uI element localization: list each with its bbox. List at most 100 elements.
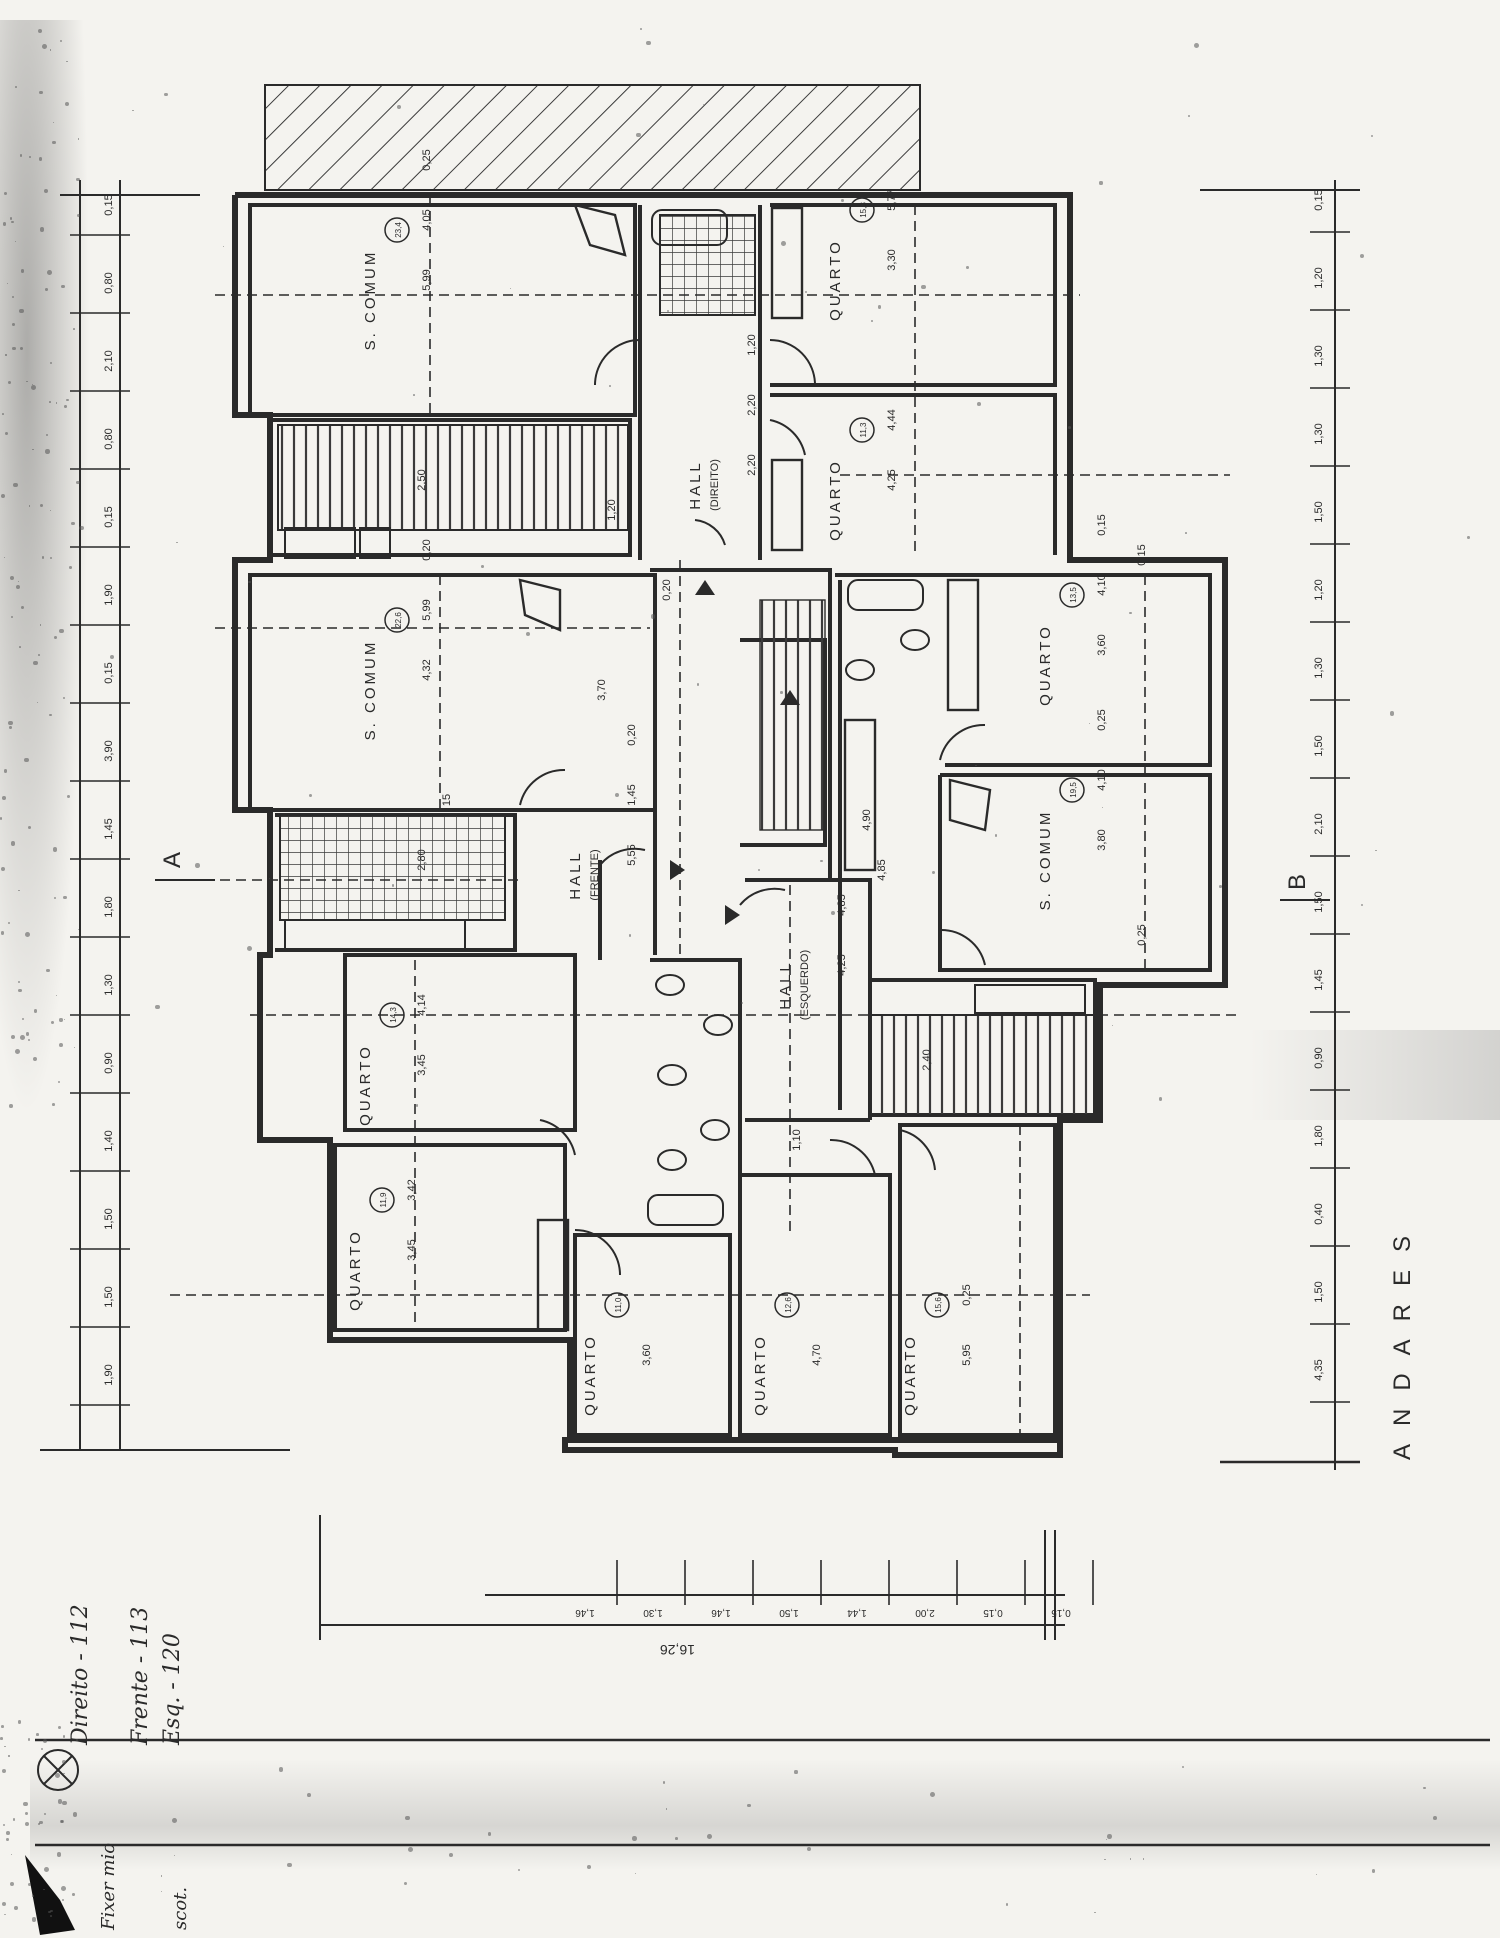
- paper-speck: [19, 308, 24, 314]
- paper-speck: [931, 870, 936, 875]
- paper-speck: [11, 1034, 16, 1039]
- paper-speck: [1142, 1858, 1145, 1860]
- paper-speck: [415, 1104, 419, 1107]
- paper-speck: [56, 1852, 62, 1857]
- binding-mark: [25, 1855, 75, 1935]
- room-sublabel-hall-frente: (FRENTE): [589, 849, 601, 900]
- paper-speck: [62, 1800, 67, 1805]
- paper-speck: [49, 49, 52, 51]
- paper-speck: [929, 1791, 935, 1797]
- room-dim-s-comum-1: 0,25: [421, 149, 433, 170]
- paper-speck: [51, 140, 56, 145]
- paper-speck: [4, 1913, 7, 1916]
- room-label-quarto-r: QUARTO: [1037, 624, 1054, 706]
- paper-speck: [50, 1020, 54, 1025]
- misc-dim-value: 0,25: [1136, 924, 1148, 945]
- room-area-quarto-l2: 11,9: [379, 1192, 388, 1208]
- paper-speck: [391, 884, 394, 887]
- paper-speck: [740, 1002, 743, 1005]
- paper-speck: [1185, 531, 1187, 534]
- section-marker-a: A: [159, 852, 186, 868]
- misc-dim-value: 2,40: [921, 1049, 933, 1070]
- room-dim-s-comum-3: 4,10: [1096, 769, 1108, 790]
- paper-speck: [0, 1737, 3, 1740]
- paper-fold-shadow: [1250, 1030, 1500, 1120]
- area-circle-icon: [849, 197, 875, 223]
- bottom-dim-value: 0,15: [983, 1607, 1003, 1618]
- paper-speck: [18, 989, 22, 993]
- paper-speck: [19, 346, 24, 351]
- paper-speck: [160, 1890, 162, 1892]
- paper-speck: [608, 384, 611, 387]
- room-dim-quarto-tr2: 4,25: [886, 469, 898, 490]
- bottom-dim-value: 1,50: [779, 1607, 799, 1618]
- paper-speck: [55, 994, 57, 997]
- room-label-s-comum-2: S. COMUM: [362, 640, 379, 741]
- paper-speck: [1104, 1858, 1106, 1861]
- room-label-hall-direito: HALL: [687, 460, 704, 510]
- paper-speck: [1129, 611, 1132, 615]
- paper-speck: [9, 1103, 14, 1108]
- top-dim-value: 0,15: [103, 506, 115, 527]
- room-area-s-comum-3: 19,5: [1069, 782, 1078, 798]
- paper-speck: [878, 305, 882, 309]
- right-dim-value: 1,50: [1313, 735, 1325, 756]
- paper-speck: [65, 101, 70, 106]
- paper-speck: [64, 405, 68, 408]
- outer-walls: [232, 192, 1228, 1458]
- misc-dimension-values: 3,702,502,801,102,401,200,150,250,20154,…: [416, 469, 1148, 1150]
- paper-speck: [1218, 885, 1222, 888]
- room-dimension-lines: [170, 195, 1240, 1440]
- paper-speck: [223, 245, 225, 247]
- paper-speck: [17, 1720, 22, 1724]
- paper-speck: [977, 402, 982, 407]
- room-dim-s-comum-2: 0,20: [421, 539, 433, 560]
- misc-dim-value: 0,20: [661, 579, 673, 600]
- paper-speck: [646, 41, 651, 46]
- paper-speck: [59, 1018, 63, 1022]
- paper-speck: [12, 346, 17, 351]
- paper-speck: [0, 817, 3, 820]
- paper-speck: [110, 655, 115, 660]
- paper-speck: [69, 566, 72, 569]
- paper-speck: [586, 1865, 591, 1869]
- paper-speck: [404, 1881, 408, 1886]
- paper-speck: [26, 380, 28, 383]
- paper-speck: [830, 910, 835, 915]
- room-label-quarto-l1: QUARTO: [357, 1044, 374, 1126]
- paper-speck: [0, 931, 5, 935]
- paper-speck: [634, 1873, 636, 1875]
- room-dim-hall-direito: 1,20: [746, 334, 758, 355]
- room-label-hall-esquerdo: HALL: [777, 960, 794, 1010]
- room-area-quarto-l1: 14,3: [389, 1007, 398, 1023]
- interior-walls: [248, 203, 1212, 1437]
- room-dim-quarto-tr: 5,77: [886, 189, 898, 210]
- bottom-dim-value: 2,00: [915, 1607, 935, 1618]
- room-labels: S. COMUM23,45,994,050,25QUARTO15,33,305,…: [347, 149, 1108, 1416]
- paper-speck: [73, 328, 75, 330]
- room-area-quarto-tr2: 11,3: [859, 422, 868, 438]
- right-dim-value: 1,50: [1313, 891, 1325, 912]
- paper-speck: [307, 1793, 312, 1798]
- paper-speck: [61, 1819, 65, 1824]
- paper-speck: [38, 1823, 40, 1826]
- paper-speck: [7, 380, 11, 384]
- note-direito: Direito - 112: [68, 1604, 93, 1745]
- paper-speck: [44, 1867, 50, 1873]
- top-dim-value: 0,90: [103, 1052, 115, 1073]
- paper-speck: [42, 1739, 47, 1743]
- paper-speck: [449, 1853, 454, 1857]
- paper-speck: [707, 1834, 712, 1840]
- room-area-quarto-b1: 11,0: [614, 1297, 623, 1313]
- paper-speck: [1158, 1096, 1163, 1101]
- area-circle-icon: [369, 1187, 395, 1213]
- room-dim-s-comum-1: 4,05: [421, 209, 433, 230]
- paper-speck: [820, 859, 823, 863]
- paper-speck: [62, 1760, 67, 1765]
- paper-speck: [63, 895, 67, 899]
- paper-speck: [662, 1781, 666, 1784]
- paper-speck: [1370, 134, 1374, 138]
- area-circle-icon: [384, 607, 410, 633]
- room-dim-hall-frente: 1,45: [626, 784, 638, 805]
